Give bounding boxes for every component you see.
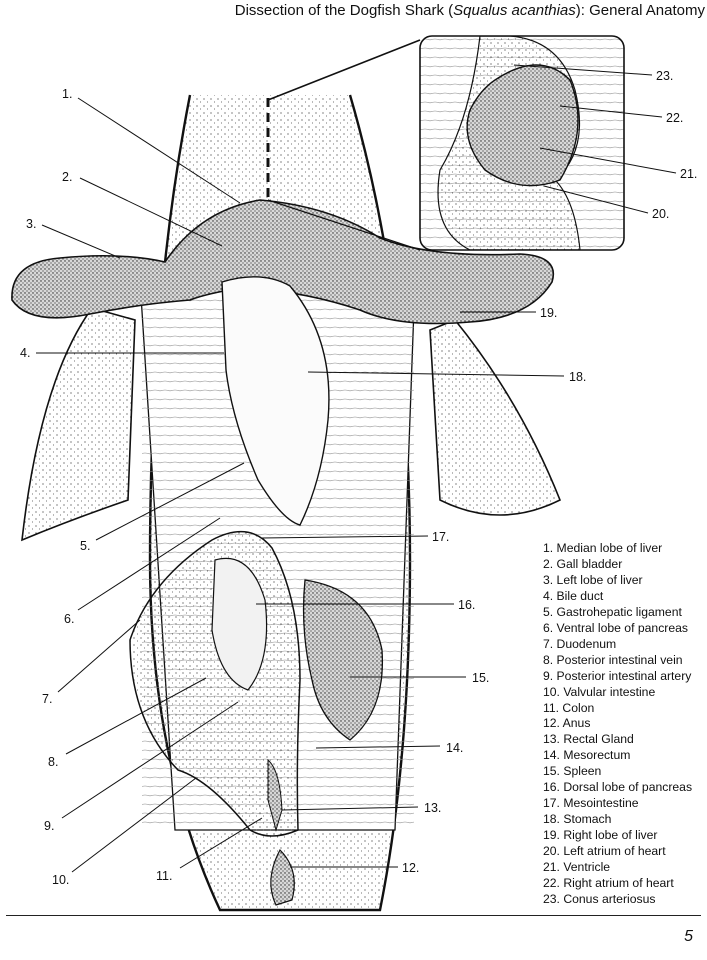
heart-shape [466, 64, 579, 187]
legend-item: 5. Gastrohepatic ligament [543, 604, 682, 619]
inset-connector-lower [267, 199, 421, 251]
heart-inset-contents [420, 36, 624, 250]
legend-item: 6. Ventral lobe of pancreas [543, 620, 688, 635]
legend-item: 4. Bile duct [543, 588, 604, 603]
callout-5: 5. [80, 539, 90, 553]
callout-15: 15. [472, 671, 489, 685]
legend-item: 7. Duodenum [543, 636, 617, 651]
spleen-shape [302, 579, 384, 741]
callout-22: 22. [666, 111, 683, 125]
page-number: 5 [684, 928, 693, 945]
callout-6: 6. [64, 612, 74, 626]
legend-list: 1. Median lobe of liver 2. Gall bladder … [543, 541, 692, 908]
title-species: Squalus acanthias [453, 2, 576, 19]
callout-3: 3. [26, 217, 36, 231]
legend-item: 14. Mesorectum [543, 748, 631, 763]
page-title: Dissection of the Dogfish Shark (Squalus… [235, 2, 705, 19]
legend-item: 20. Left atrium of heart [543, 844, 666, 859]
footer-rule [6, 915, 701, 916]
callout-9: 9. [44, 819, 54, 833]
legend-item: 1. Median lobe of liver [543, 541, 663, 555]
legend-item: 17. Mesointestine [543, 796, 639, 811]
legend-item: 22. Right atrium of heart [543, 876, 674, 891]
callout-21: 21. [680, 167, 697, 181]
callout-18: 18. [569, 370, 586, 384]
callout-19: 19. [540, 306, 557, 320]
title-prefix: Dissection of the Dogfish Shark ( [234, 2, 454, 19]
stomach-shape [221, 276, 330, 526]
callout-17: 17. [432, 530, 449, 544]
legend-item: 16. Dorsal lobe of pancreas [543, 780, 693, 795]
anus-shape [270, 849, 295, 906]
legend-item: 9. Posterior intestinal artery [543, 668, 692, 683]
callout-7: 7. [42, 692, 52, 706]
callout-2: 2. [62, 170, 72, 184]
title-suffix: ): General Anatomy [575, 2, 705, 19]
legend-item: 12. Anus [543, 716, 591, 731]
callout-23: 23. [656, 69, 673, 83]
legend-item: 13. Rectal Gland [543, 732, 634, 747]
callout-20: 20. [652, 207, 669, 221]
callout-11: 11. [156, 869, 172, 883]
callout-8: 8. [48, 755, 58, 769]
inset-connector [267, 39, 421, 101]
callout-14: 14. [446, 741, 463, 755]
heart-inset-frame [419, 35, 625, 251]
legend-item: 10. Valvular intestine [543, 684, 656, 699]
callout-16: 16. [458, 598, 475, 612]
callout-1: 1. [62, 87, 72, 101]
legend-item: 8. Posterior intestinal vein [543, 652, 683, 667]
callout-12: 12. [402, 861, 419, 875]
right-pectoral-fin [429, 319, 562, 516]
legend-item: 18. Stomach [543, 812, 612, 827]
legend-item: 15. Spleen [543, 764, 602, 779]
legend-item: 2. Gall bladder [543, 556, 623, 571]
legend-item: 19. Right lobe of liver [543, 828, 658, 843]
legend-item: 21. Ventricle [543, 860, 611, 875]
callout-13: 13. [424, 801, 441, 815]
liver-shape [11, 199, 555, 325]
left-pectoral-fin [21, 307, 136, 542]
rectal-gland-shape [267, 758, 283, 832]
callout-10: 10. [52, 873, 69, 887]
leader-lines [36, 64, 677, 873]
legend-item: 23. Conus arteriosus [543, 891, 656, 906]
callout-4: 4. [20, 346, 30, 360]
legend-item: 11. Colon [543, 700, 595, 715]
valvular-intestine-shape [211, 557, 268, 691]
dogfish-anatomy-figure: 1. 2. 3. 4. 5. 6. 7. 8. 9. 10. 11. 12. 1… [11, 35, 697, 912]
legend-item: 3. Left lobe of liver [543, 572, 643, 587]
